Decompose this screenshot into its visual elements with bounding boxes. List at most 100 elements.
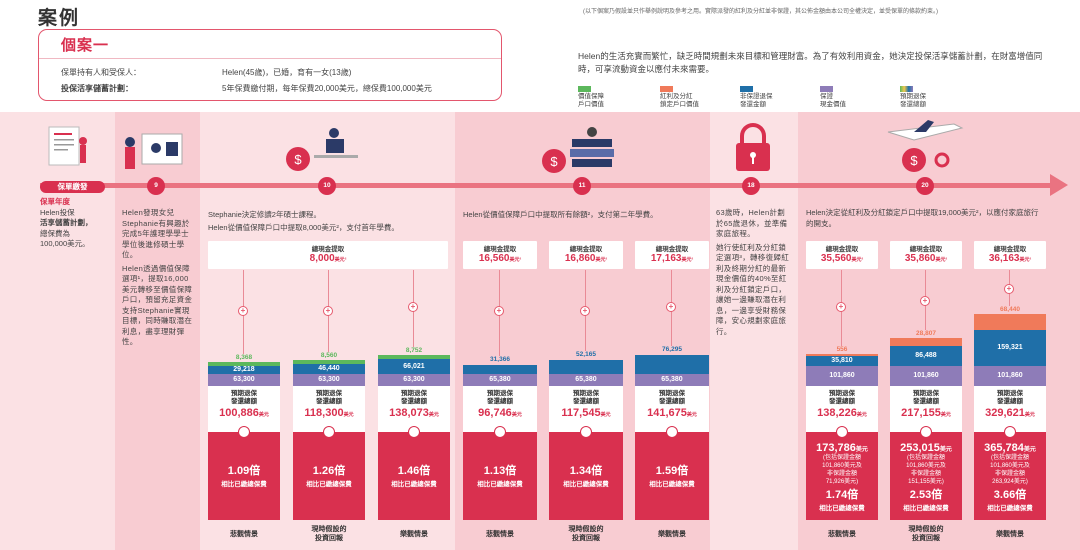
panel4-text: 63歲時，Helen計劃於65歲退休，並準備家庭旅程。 她行使紅利及分紅鎖定選項… xyxy=(716,208,789,336)
legend-swatch xyxy=(660,86,673,92)
ratio-box: 1.46倍相比已繳總保費 xyxy=(378,432,450,520)
ratio-box: 1.34倍相比已繳總保費 xyxy=(549,432,623,520)
bonus-lock-label: 28,807 xyxy=(916,330,936,337)
guaranteed-segment: 101,860 xyxy=(806,366,878,386)
policyholder-label: 保單持有人和受保人： xyxy=(61,68,141,77)
bonus-lock-segment xyxy=(890,338,962,346)
scenario-label: 現時假設的投資回報 xyxy=(311,526,347,542)
non-guaranteed-label: 76,295 xyxy=(662,346,682,353)
non-guaranteed-segment: 35,810 xyxy=(806,356,878,366)
disclaimer: (以下個案乃假設並只作舉例說明及參考之用。實際派發的紅利及分紅並非保證，其公佈金… xyxy=(583,9,938,15)
timeline-node-10: 10 xyxy=(318,177,336,195)
panel3-text: Helen從價值保障戶口中提取所有餘額²，支付第二年學費。 xyxy=(463,210,658,219)
non-guaranteed-segment: 86,488 xyxy=(890,346,962,366)
scenario-label: 悲觀情景 xyxy=(230,531,258,538)
scenario-label: 現時假設的投資回報 xyxy=(908,526,944,542)
non-guaranteed-segment: 66,021 xyxy=(378,359,450,374)
panel1-text: Helen發現女兒Stephanie有興趣於完成5年護理學學士學位後進修碩士學位… xyxy=(122,208,193,346)
legend-item: 預期退保發還總額 xyxy=(900,86,926,109)
timeline-node-18: 18 xyxy=(742,177,760,195)
plan-label: 投保活享儲蓄計劃： xyxy=(61,84,133,93)
bonus-lock-segment xyxy=(806,354,878,356)
value-protection-segment xyxy=(293,360,365,364)
ratio-box: 1.09倍相比已繳總保費 xyxy=(208,432,280,520)
plan-value: 5年保費繳付期，每年保費20,000美元，總保費100,000美元 xyxy=(222,84,432,93)
guaranteed-segment: 101,860 xyxy=(890,366,962,386)
policy-issue-badge: 保單繳發 xyxy=(40,181,105,193)
student-money-icon: $ xyxy=(286,128,358,171)
guaranteed-segment: 63,300 xyxy=(378,374,450,386)
legend-swatch xyxy=(578,86,591,92)
guaranteed-segment: 101,860 xyxy=(974,366,1046,386)
bonus-lock-label: 556 xyxy=(836,346,848,353)
panel0-text: 保單年度 Helen投保 活享儲蓄計劃， 總保費為 100,000美元。 xyxy=(40,197,93,248)
legend-item: 紅利及分紅鎖定戶口價值 xyxy=(660,86,699,109)
bonus-lock-segment xyxy=(974,314,1046,330)
guaranteed-segment: 65,380 xyxy=(635,374,709,386)
minus-icon xyxy=(408,426,420,438)
svg-text:$: $ xyxy=(294,152,302,167)
plus-icon: + xyxy=(666,302,676,312)
document-icon xyxy=(48,126,87,166)
timeline-arrow xyxy=(40,183,1060,188)
legend-item: 價值保障戶口價值 xyxy=(578,86,604,109)
page-title: 案例 xyxy=(38,8,81,29)
legend-swatch xyxy=(900,86,913,92)
non-guaranteed-segment xyxy=(549,360,623,374)
minus-icon xyxy=(323,426,335,438)
value-protection-segment xyxy=(208,362,280,366)
minus-icon xyxy=(920,426,932,438)
books-money-icon: $ xyxy=(542,127,614,173)
value-protection-label: 8,752 xyxy=(405,347,423,354)
family-icon xyxy=(125,133,183,169)
plus-icon: + xyxy=(580,306,590,316)
minus-icon xyxy=(494,426,506,438)
value-protection-label: 8,560 xyxy=(320,352,338,359)
legend-item: 保證現金價值 xyxy=(820,86,846,109)
lock-icon xyxy=(736,123,770,171)
value-protection-segment xyxy=(378,355,450,359)
scenario-label: 樂觀情景 xyxy=(658,531,686,538)
plus-icon: + xyxy=(920,296,930,306)
minus-icon xyxy=(666,426,678,438)
minus-icon xyxy=(836,426,848,438)
plus-icon: + xyxy=(323,306,333,316)
case-title: 個案一 xyxy=(61,37,110,54)
intro-text: Helen的生活充實而繁忙，缺乏時間規劃未來目標和管理財富。為了有效利用資金，她… xyxy=(578,51,1043,74)
scenario-label: 樂觀情景 xyxy=(400,531,428,538)
travel-money-icon: $ xyxy=(887,120,964,172)
scenario-label: 悲觀情景 xyxy=(486,531,514,538)
non-guaranteed-segment xyxy=(635,355,709,374)
timeline-node-9: 9 xyxy=(147,177,165,195)
plus-icon: + xyxy=(494,306,504,316)
ratio-box: 1.13倍相比已繳總保費 xyxy=(463,432,537,520)
non-guaranteed-label: 31,366 xyxy=(490,356,510,363)
guaranteed-segment: 65,380 xyxy=(463,374,537,386)
legend-item: 非保證退保發還金額 xyxy=(740,86,773,109)
legend-swatch xyxy=(740,86,753,92)
minus-icon xyxy=(1004,426,1016,438)
withdrawal-total-box: 總現金提取 8,000美元² xyxy=(208,241,448,269)
plus-icon: + xyxy=(238,306,248,316)
non-guaranteed-segment xyxy=(463,365,537,374)
panel2-text: Stephanie決定修讀2年碩士課程。 Helen從價值保障戶口中提取8,00… xyxy=(208,210,399,232)
svg-text:$: $ xyxy=(910,153,918,168)
panel5-text: Helen決定從紅利及分紅鎖定戶口中提取19,000美元²，以應付家庭旅行的開支… xyxy=(806,208,1039,228)
timeline-arrow-head xyxy=(1050,174,1068,196)
minus-icon xyxy=(580,426,592,438)
